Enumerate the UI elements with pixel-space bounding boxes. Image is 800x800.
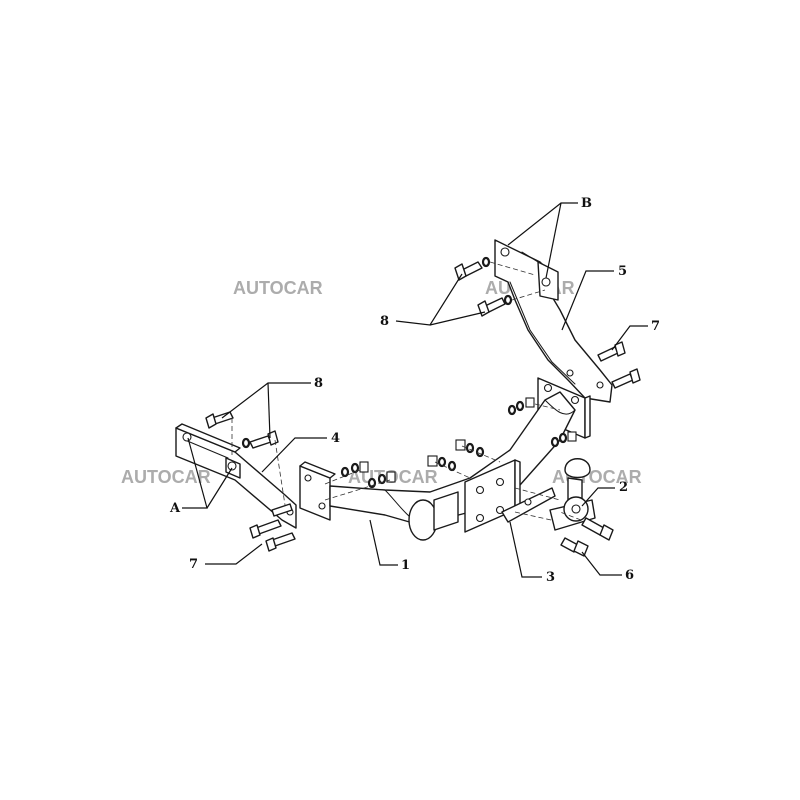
label-part-7-left: 7 bbox=[189, 557, 198, 572]
label-part-5: 5 bbox=[618, 264, 627, 279]
tow-ball-bolts bbox=[560, 517, 614, 557]
assembly-lines bbox=[231, 261, 582, 521]
right-nuts-washers bbox=[507, 397, 577, 448]
left-lower-bolts bbox=[249, 503, 296, 552]
watermark-top-left: AUTOCAR bbox=[233, 278, 323, 298]
label-point-a: A bbox=[169, 501, 181, 516]
tow-ball-bracket-plate bbox=[501, 487, 561, 523]
main-cross-beam bbox=[329, 391, 576, 541]
label-part-7-right: 7 bbox=[651, 319, 660, 334]
label-part-3: 3 bbox=[546, 570, 555, 585]
label-part-8-right: 8 bbox=[380, 314, 389, 329]
label-part-6: 6 bbox=[625, 568, 634, 583]
left-mount-plate bbox=[299, 461, 336, 521]
leader-lines bbox=[182, 202, 648, 578]
right-upper-bolts bbox=[597, 341, 641, 389]
watermark-mid-left: AUTOCAR bbox=[121, 467, 211, 487]
tow-ball bbox=[549, 458, 596, 531]
label-part-2: 2 bbox=[619, 480, 628, 495]
label-part-4: 4 bbox=[331, 431, 340, 446]
center-nuts-washers bbox=[427, 439, 485, 472]
label-point-b: B bbox=[581, 196, 592, 211]
label-part-8-left: 8 bbox=[314, 376, 323, 391]
top-right-bolts bbox=[454, 256, 513, 317]
label-part-1: 1 bbox=[401, 558, 410, 573]
right-side-bracket bbox=[494, 239, 613, 403]
